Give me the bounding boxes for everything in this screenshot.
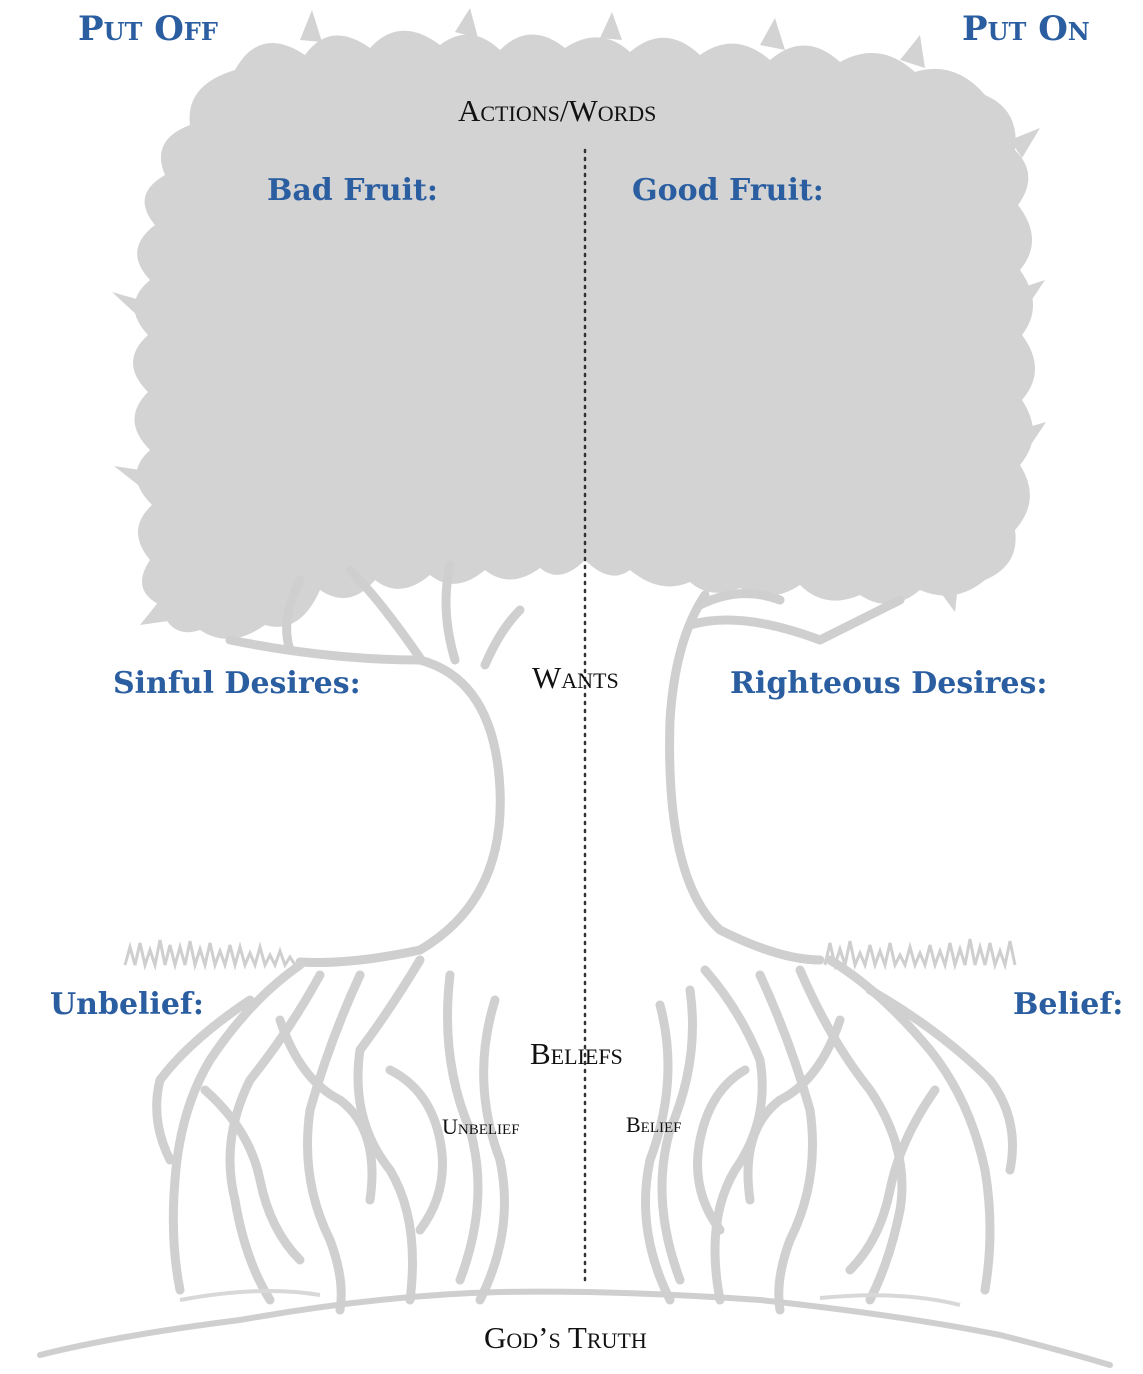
belief-sub-label: Belief <box>626 1112 682 1137</box>
grass <box>123 938 1017 971</box>
sinful-desires-label: Sinful Desires: <box>113 666 361 701</box>
actions-words-title: Actions/Words <box>458 93 657 128</box>
unbelief-label: Unbelief: <box>50 987 204 1022</box>
wants-title: Wants <box>532 660 619 695</box>
righteous-desires-label: Righteous Desires: <box>730 666 1048 701</box>
good-fruit-label: Good Fruit: <box>632 173 824 208</box>
bad-fruit-label: Bad Fruit: <box>267 173 438 208</box>
tree-trunk <box>225 560 905 967</box>
unbelief-sub-label: Unbelief <box>442 1114 520 1139</box>
belief-label: Belief: <box>1013 987 1124 1022</box>
gods-truth-title: God’s Truth <box>484 1320 647 1355</box>
put-on-heading: Put On <box>962 9 1090 49</box>
ground-line <box>37 1288 1113 1368</box>
put-off-heading: Put Off <box>78 9 218 49</box>
beliefs-title: Beliefs <box>530 1036 623 1071</box>
tree-roots <box>152 955 1017 1315</box>
